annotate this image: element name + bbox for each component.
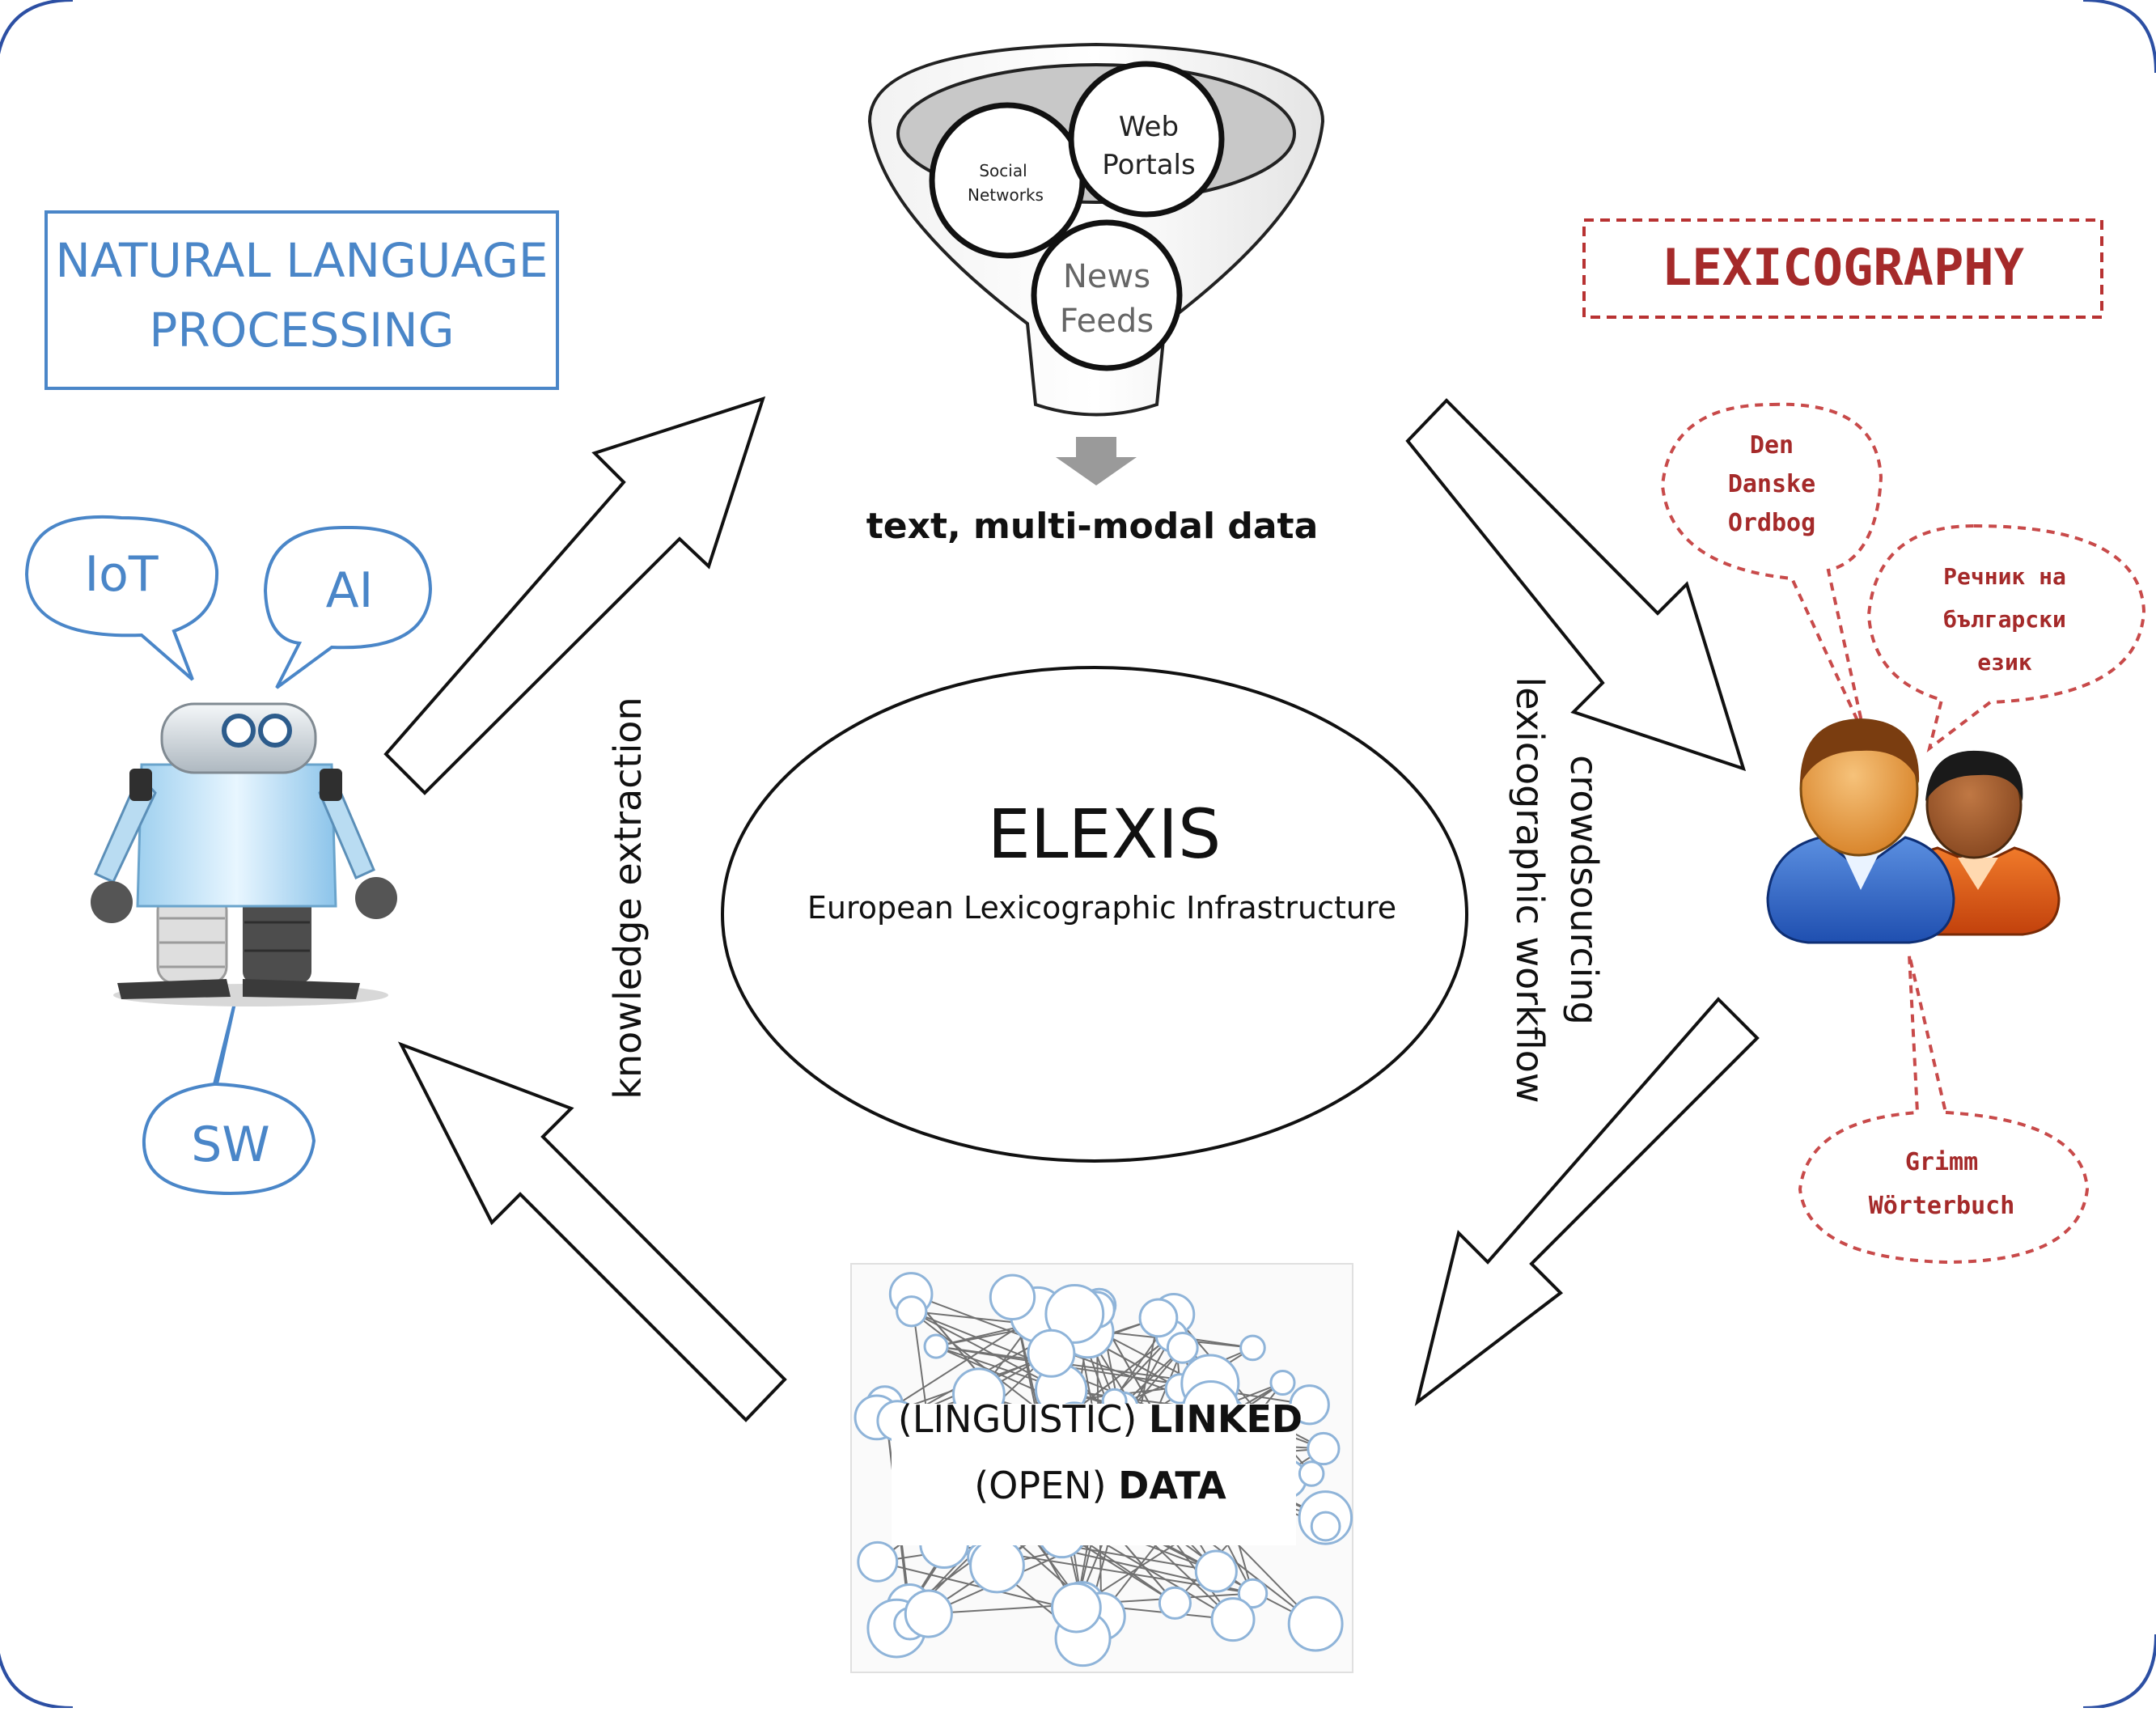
bubble-bulgarian bbox=[1869, 526, 2144, 748]
network-node bbox=[1308, 1433, 1339, 1464]
bg-label-2: български bbox=[1943, 606, 2066, 633]
bubble-ai-label: AI bbox=[326, 562, 374, 619]
network-node bbox=[1053, 1583, 1101, 1632]
robot-icon bbox=[91, 704, 397, 1006]
network-node bbox=[1196, 1551, 1236, 1591]
knowledge-extraction-label: knowledge extraction bbox=[606, 697, 650, 1099]
news-label-2: Feeds bbox=[1060, 303, 1154, 340]
news-label-1: News bbox=[1063, 258, 1150, 295]
network-node bbox=[897, 1297, 926, 1326]
down-arrow-icon bbox=[1056, 437, 1137, 485]
den-label-1: Den bbox=[1750, 431, 1794, 460]
bubble-iot-label: IoT bbox=[84, 546, 158, 603]
den-label-3: Ordbog bbox=[1728, 509, 1815, 537]
den-label-2: Danske bbox=[1728, 470, 1815, 498]
network-node bbox=[1159, 1587, 1190, 1618]
bubble-sw: SW bbox=[144, 1003, 314, 1193]
lod-line2-normal: (OPEN) bbox=[974, 1464, 1118, 1507]
lod-line2: (OPEN) DATA bbox=[974, 1464, 1226, 1507]
nlp-title-line2: PROCESSING bbox=[149, 303, 454, 358]
users-icon bbox=[1768, 718, 2059, 943]
arrow-lexicography-to-lod bbox=[1417, 999, 1757, 1402]
bubble-sw-label: SW bbox=[191, 1117, 269, 1173]
network-node bbox=[1311, 1512, 1340, 1540]
network-node bbox=[905, 1591, 951, 1637]
grimm-label-2: Wörterbuch bbox=[1869, 1192, 2015, 1220]
bg-label-1: Речник на bbox=[1943, 563, 2066, 590]
network-node bbox=[1140, 1299, 1177, 1337]
network-node bbox=[1289, 1597, 1342, 1651]
network-node bbox=[858, 1542, 897, 1581]
network-node bbox=[1212, 1599, 1254, 1641]
social-label-1: Social bbox=[979, 161, 1027, 180]
lex-title: LEXICOGRAPHY bbox=[1662, 238, 2025, 297]
social-label-2: Networks bbox=[968, 185, 1044, 205]
nlp-title-line1: NATURAL LANGUAGE bbox=[55, 233, 548, 288]
lod-line1: (LINGUISTIC) LINKED bbox=[898, 1397, 1302, 1441]
source-caption: text, multi-modal data bbox=[866, 506, 1319, 547]
network-node bbox=[925, 1335, 947, 1358]
bg-label-3: език bbox=[1977, 649, 2032, 676]
network-node bbox=[971, 1539, 1024, 1592]
elexis-subtitle: European Lexicographic Infrastructure bbox=[807, 890, 1396, 926]
arrow-nlp-to-sources bbox=[386, 399, 763, 793]
lod-line1-normal: (LINGUISTIC) bbox=[898, 1397, 1149, 1441]
arrow-lod-to-nlp bbox=[401, 1045, 785, 1420]
crowdsourcing-label-1: crowdsourcing bbox=[1562, 755, 1606, 1025]
bubble-ai: AI bbox=[265, 528, 430, 688]
network-node bbox=[1028, 1330, 1074, 1376]
lod-line2-bold: DATA bbox=[1118, 1464, 1226, 1507]
web-label-1: Web bbox=[1119, 111, 1179, 143]
grimm-label-1: Grimm bbox=[1905, 1148, 1978, 1176]
network-node bbox=[990, 1275, 1034, 1319]
crowdsourcing-label-2: lexicographic workflow bbox=[1508, 676, 1552, 1103]
network-node bbox=[1167, 1333, 1197, 1362]
network-node bbox=[1299, 1462, 1324, 1486]
bubble-iot: IoT bbox=[27, 517, 217, 680]
elexis-title: ELEXIS bbox=[988, 795, 1222, 874]
network-node bbox=[1271, 1371, 1294, 1394]
network-node bbox=[1241, 1336, 1265, 1360]
lod-line1-bold: LINKED bbox=[1149, 1397, 1302, 1441]
funnel-icon bbox=[870, 44, 1323, 415]
web-label-2: Portals bbox=[1102, 149, 1195, 181]
